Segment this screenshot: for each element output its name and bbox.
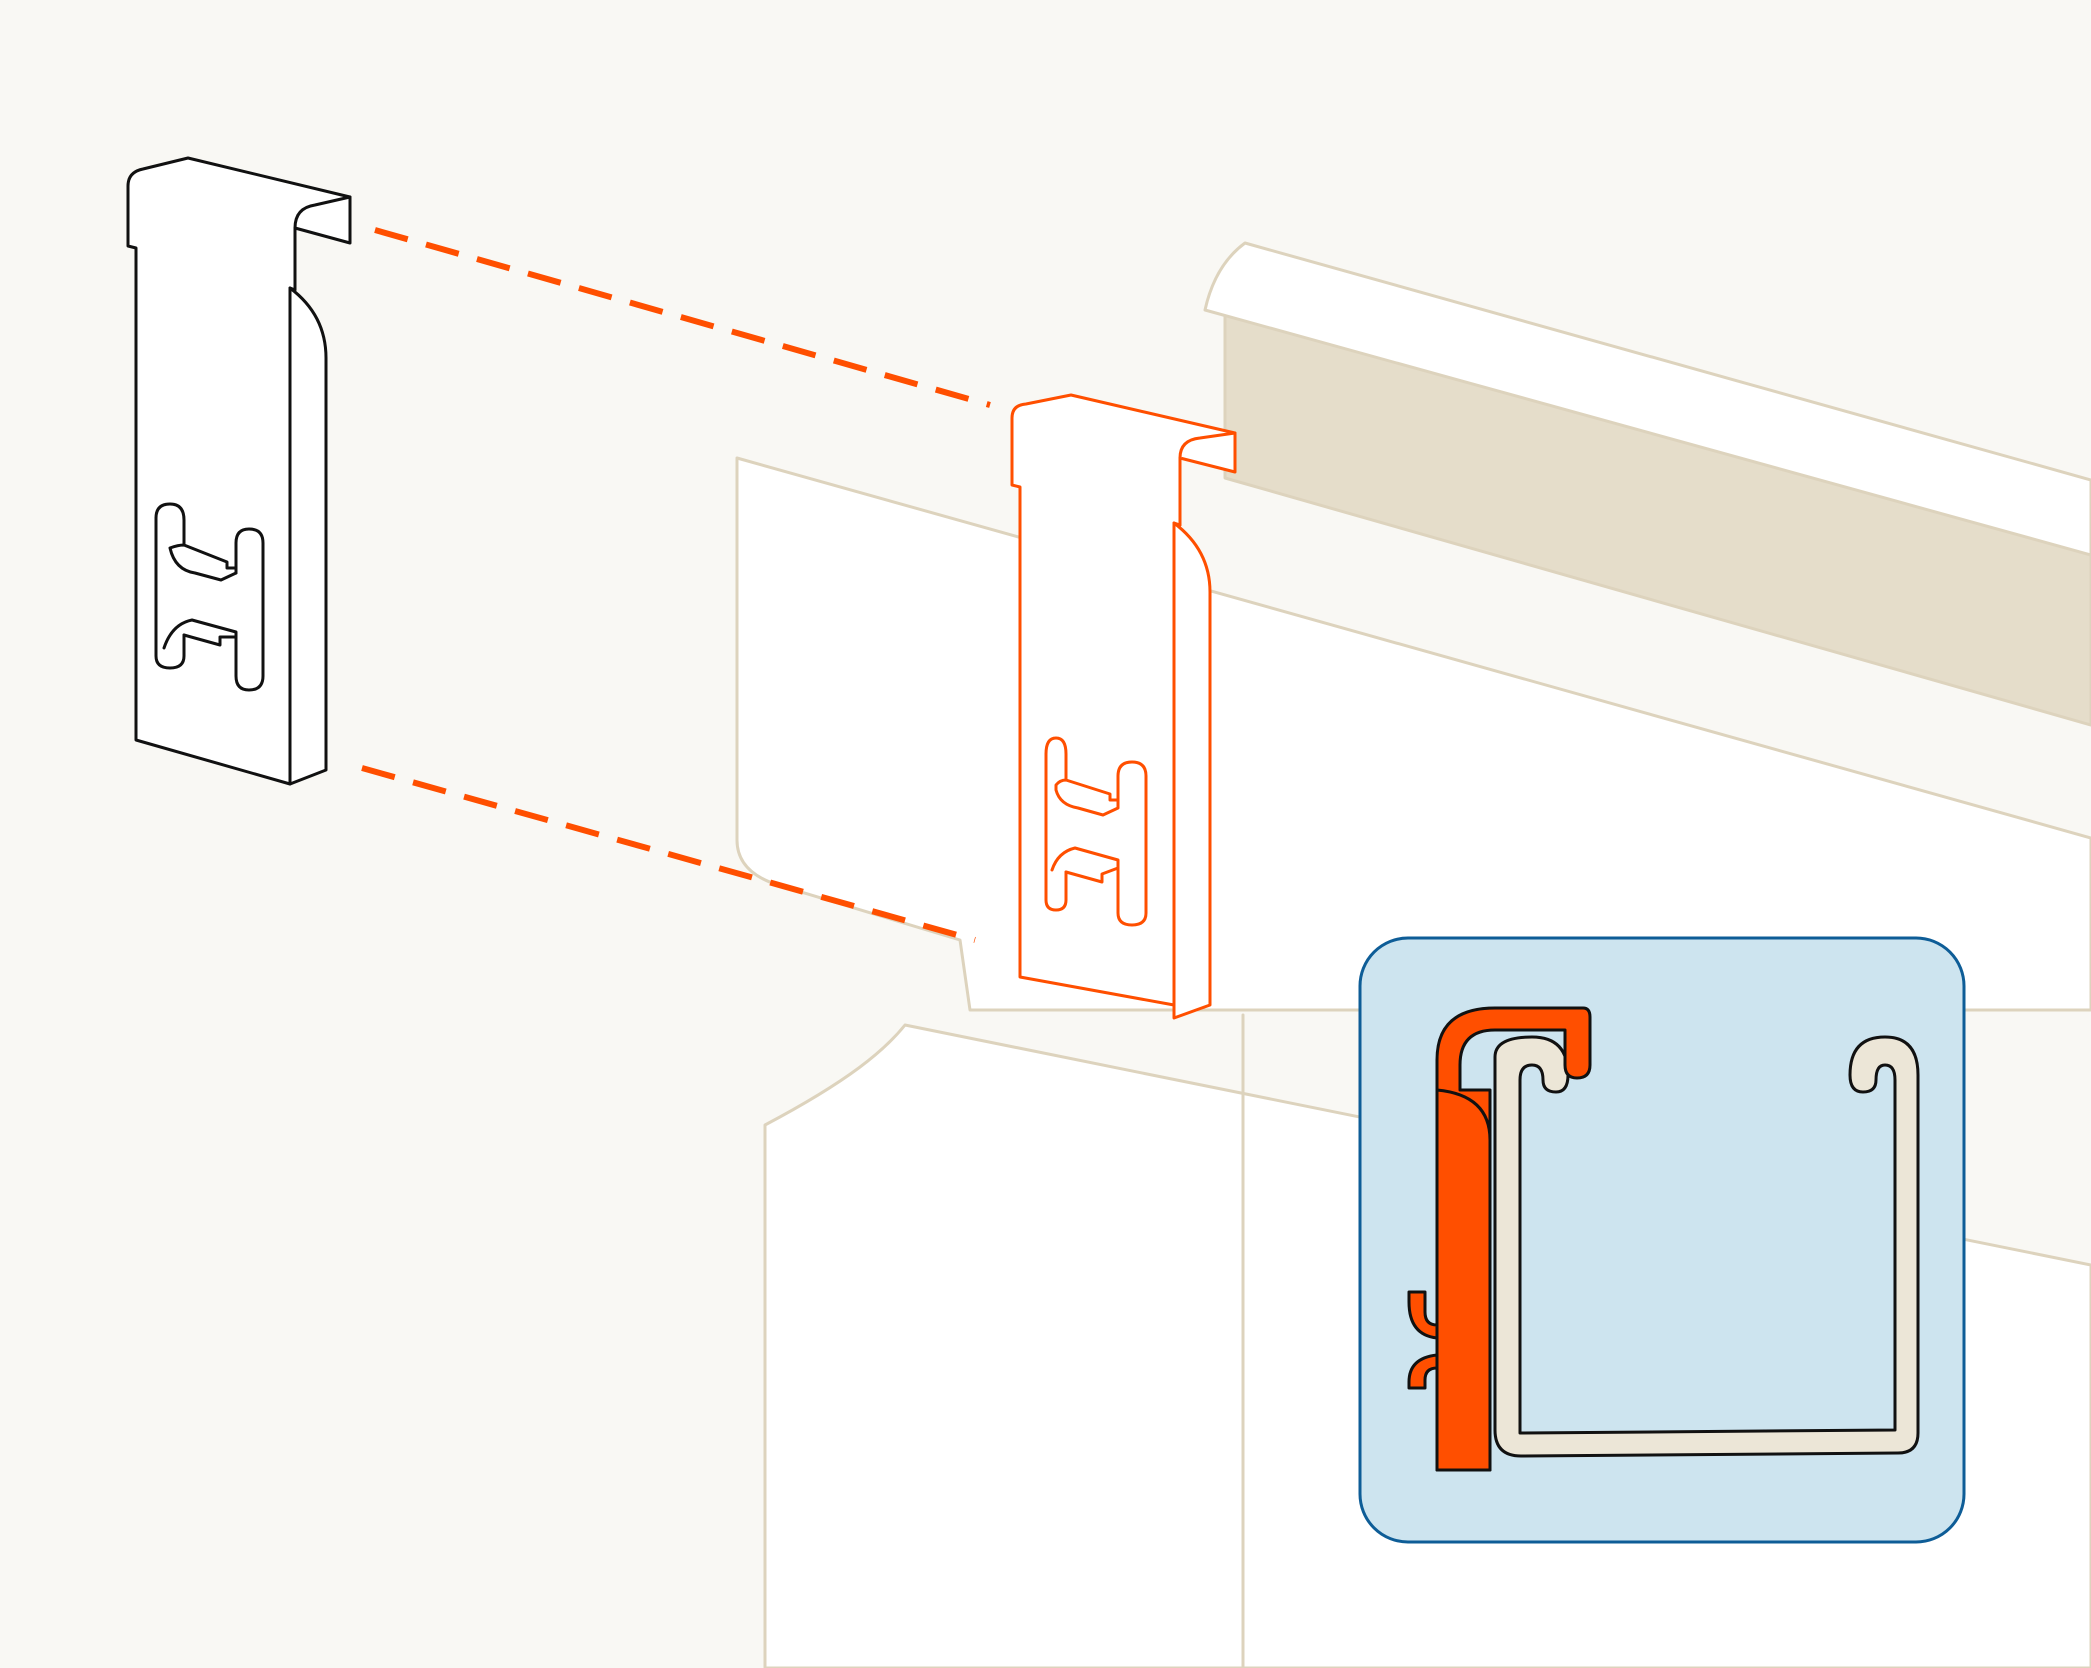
headrail-channel bbox=[1493, 1035, 1920, 1458]
cross-section-inset bbox=[1358, 936, 1966, 1544]
loose-clip-hook bbox=[293, 195, 352, 230]
loose-clip-side bbox=[288, 286, 328, 786]
lower-guide-line bbox=[361, 765, 976, 943]
slot-hook-upper bbox=[1407, 1290, 1439, 1340]
headrail-cap bbox=[1203, 241, 2091, 557]
slot-hook-lower bbox=[1407, 1353, 1439, 1390]
mounted-clip-side bbox=[1172, 521, 1212, 1020]
mounted-clip-slot bbox=[1044, 736, 1148, 927]
valance-clip-icon bbox=[126, 156, 352, 786]
loose-clip-body bbox=[126, 156, 352, 786]
alignment-guides bbox=[361, 227, 991, 943]
mounted-clip-icon bbox=[1010, 393, 1237, 1020]
mounted-clip-hook bbox=[1178, 431, 1237, 527]
upper-guide-line bbox=[374, 227, 991, 408]
loose-clip-slot bbox=[154, 502, 265, 692]
valance-profile bbox=[1435, 1088, 1492, 1472]
